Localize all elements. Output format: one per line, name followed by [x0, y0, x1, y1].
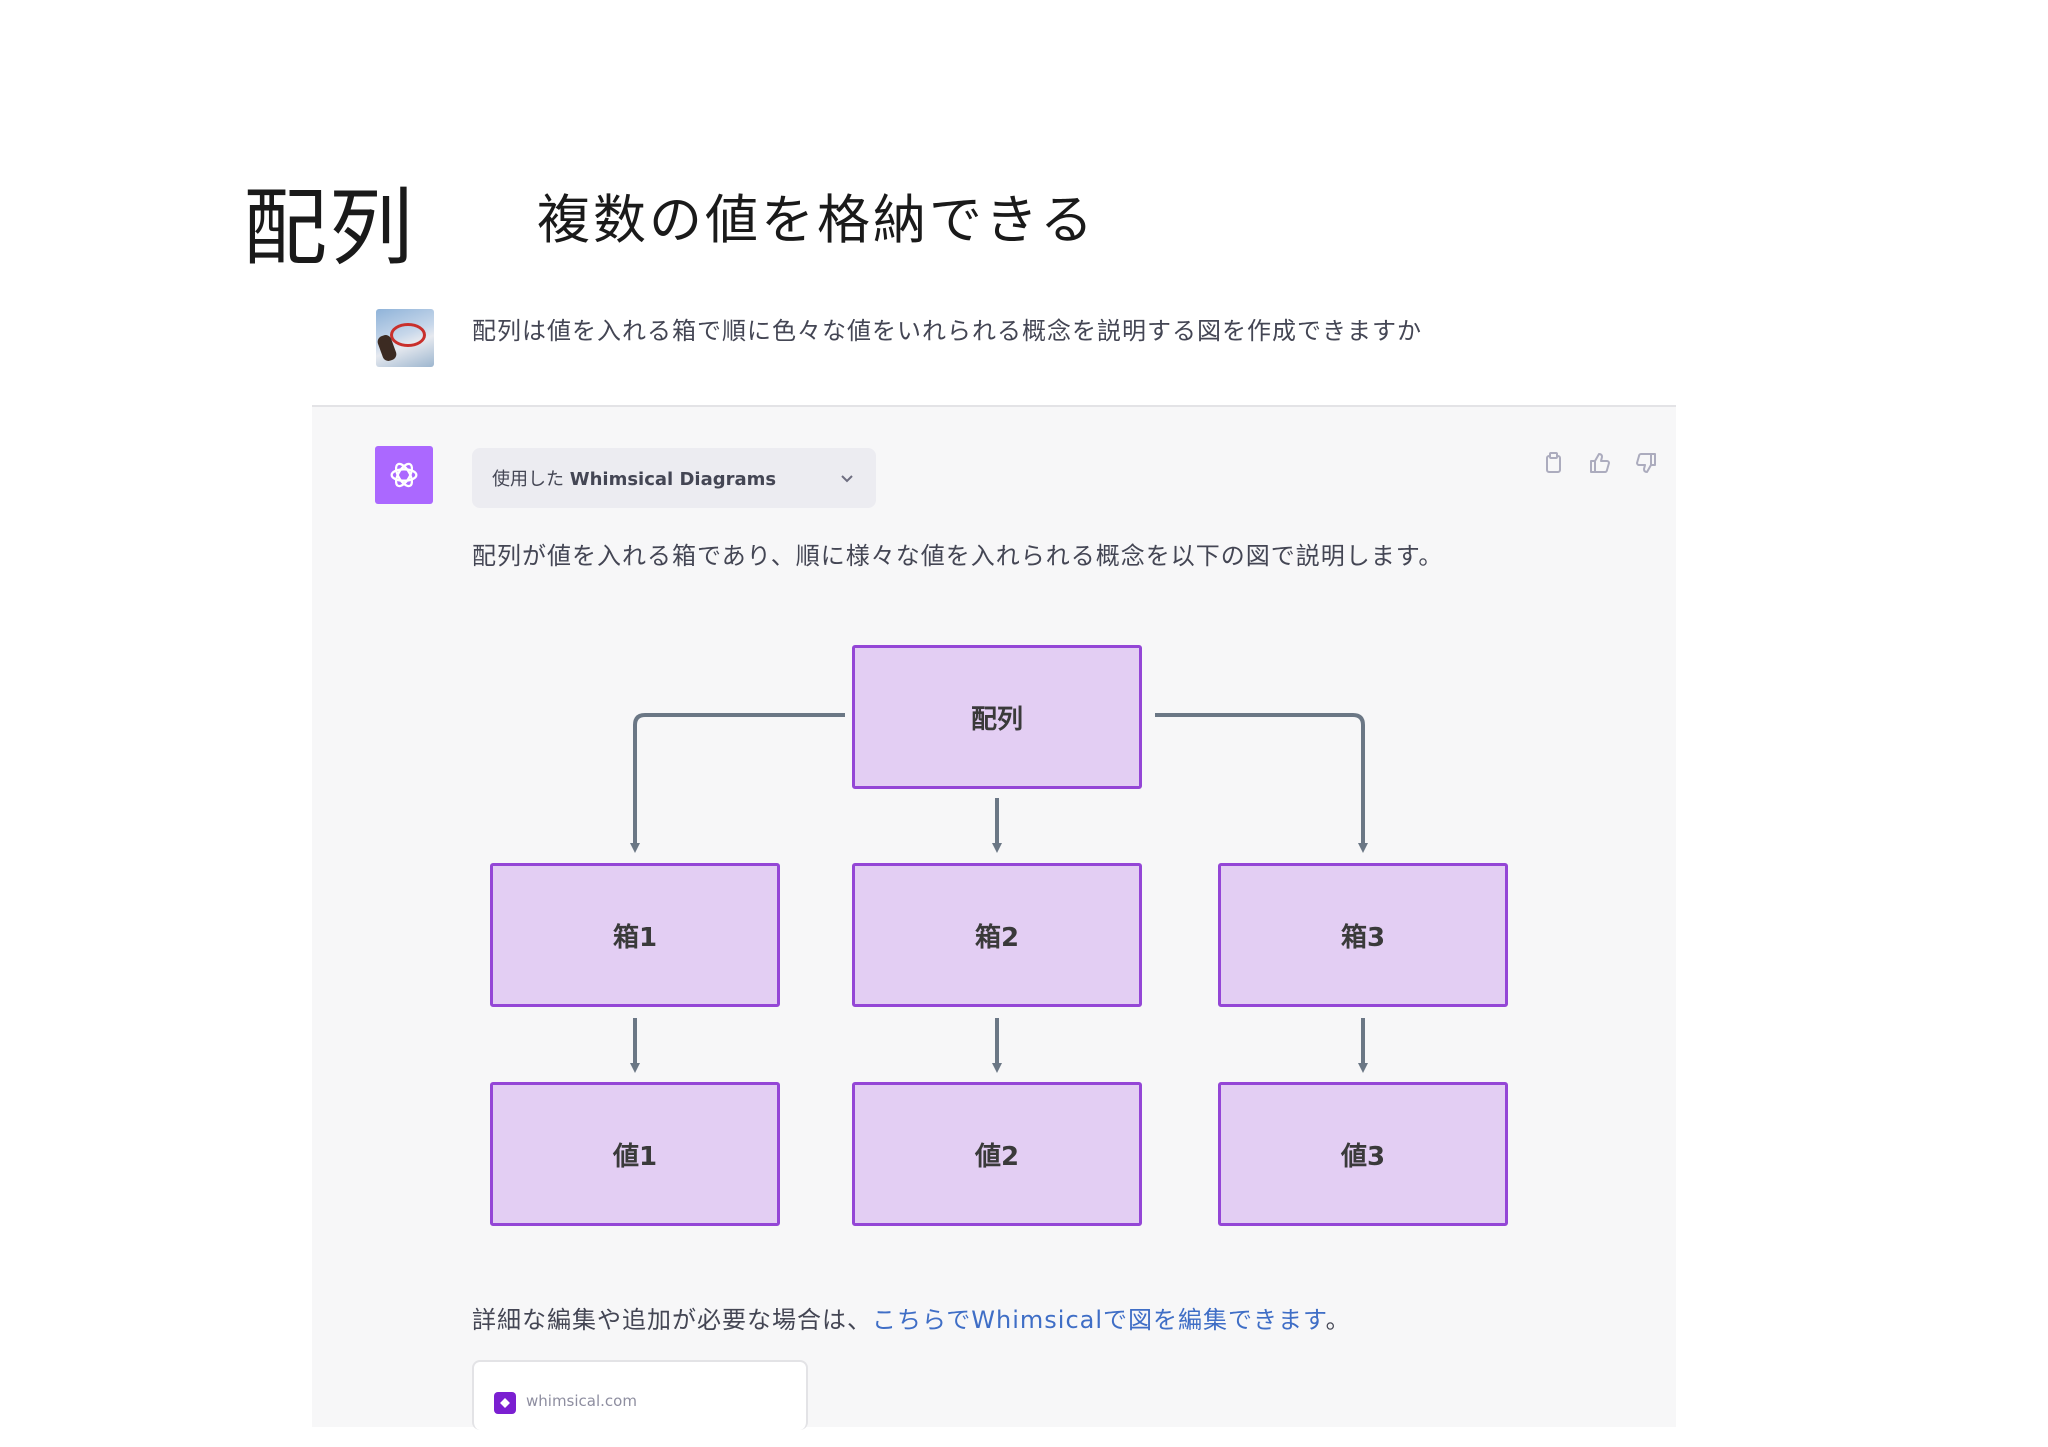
diagram-connectors	[630, 713, 1368, 1073]
assistant-intro-text: 配列が値を入れる箱であり、順に様々な値を入れられる概念を以下の図で説明します。	[472, 542, 1444, 570]
user-message: 配列は値を入れる箱で順に色々な値をいれられる概念を説明する図を作成できますか	[472, 317, 1422, 345]
array-diagram: 配列 箱1 箱2 箱3 値1 値2 値3	[460, 630, 1520, 1230]
arrow-root-box3	[1155, 713, 1368, 853]
tool-usage-dropdown[interactable]: 使用した Whimsical Diagrams	[472, 448, 876, 508]
diagram-node-value: 値1	[490, 1082, 780, 1226]
message-actions	[1541, 450, 1659, 476]
footer-prefix: 詳細な編集や追加が必要な場合は、	[472, 1306, 872, 1334]
copy-icon[interactable]	[1541, 450, 1567, 476]
slide-subtitle: 複数の値を格納できる	[537, 190, 1096, 251]
tool-chip-prefix: 使用した	[492, 469, 564, 490]
link-card-domain: whimsical.com	[526, 1392, 637, 1410]
slide-title: 配列	[243, 179, 416, 277]
hoop-graphic	[390, 323, 426, 347]
chevron-down-icon	[841, 475, 853, 483]
chatgpt-logo-icon	[375, 446, 433, 504]
whimsical-favicon-icon	[494, 1392, 516, 1414]
tool-chip-name: Whimsical Diagrams	[569, 469, 777, 490]
thumbs-up-icon[interactable]	[1587, 450, 1613, 476]
arrow-root-box1	[630, 713, 845, 853]
thumbs-down-icon[interactable]	[1633, 450, 1659, 476]
assistant-footer-text: 詳細な編集や追加が必要な場合は、こちらでWhimsicalで図を編集できます。	[472, 1302, 1351, 1338]
diagram-node-root: 配列	[852, 645, 1142, 789]
diagram-node-value: 値3	[1218, 1082, 1508, 1226]
user-avatar	[376, 309, 434, 367]
diagram-node-box: 箱1	[490, 863, 780, 1007]
whimsical-edit-link[interactable]: こちらでWhimsicalで図を編集できます	[872, 1306, 1326, 1334]
diagram-node-box: 箱3	[1218, 863, 1508, 1007]
diagram-node-value: 値2	[852, 1082, 1142, 1226]
whimsical-link-card[interactable]: whimsical.com	[472, 1360, 808, 1430]
footer-suffix: 。	[1325, 1306, 1351, 1334]
diagram-node-box: 箱2	[852, 863, 1142, 1007]
